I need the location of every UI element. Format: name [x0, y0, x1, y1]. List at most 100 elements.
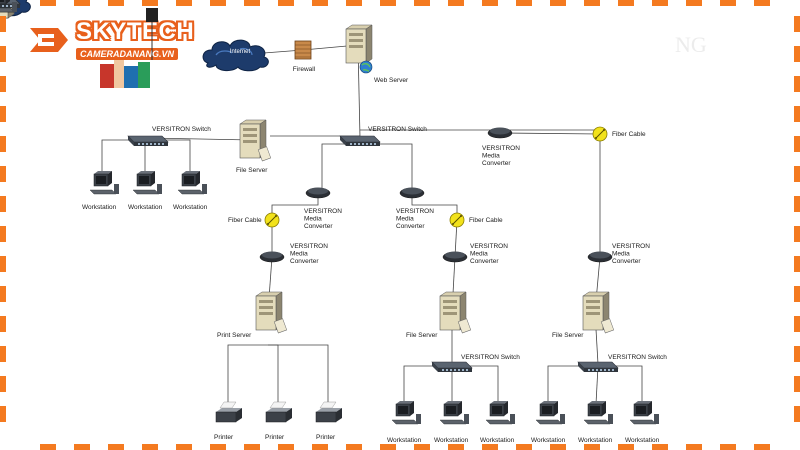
switch-label: VERSITRON Switch	[152, 126, 211, 133]
workstation-label: Workstation	[387, 437, 422, 444]
workstation-icon	[391, 401, 421, 425]
frame-dash	[794, 376, 800, 392]
connection-switch_main-mc_b1a	[321, 143, 345, 188]
switch-icon	[431, 361, 473, 372]
frame-dash	[0, 256, 6, 272]
frame-dash	[448, 444, 464, 450]
frame-dash	[74, 444, 90, 450]
node-layer	[89, 24, 659, 425]
workstation-label: Workstation	[531, 437, 566, 444]
frame-dash	[516, 444, 532, 450]
connection-switch_b3-ws8	[595, 365, 599, 405]
workstation-icon	[485, 401, 515, 425]
workstation-icon	[132, 171, 162, 195]
frame-dash	[584, 0, 600, 6]
frame-dash	[244, 0, 260, 6]
frame-dash	[40, 444, 56, 450]
server-label: Web Server	[374, 77, 409, 84]
frame-dash	[278, 0, 294, 6]
frame-dash	[794, 76, 800, 92]
frame-dash	[74, 0, 90, 6]
frame-dash	[108, 0, 124, 6]
frame-dash	[0, 46, 6, 62]
frame-dash	[584, 444, 600, 450]
logo-mark-icon	[30, 28, 68, 52]
frame-dash	[0, 136, 6, 152]
frame-dash	[794, 46, 800, 62]
converter-icon	[587, 251, 613, 263]
workstation-label: Workstation	[82, 204, 117, 211]
printer-icon	[215, 401, 242, 423]
switch-icon	[339, 135, 381, 146]
workstation-label: Workstation	[434, 437, 469, 444]
frame-dash	[794, 226, 800, 242]
converter-icon	[399, 187, 425, 199]
frame-dash	[0, 166, 6, 182]
workstation-icon	[535, 401, 565, 425]
frame-dash	[0, 286, 6, 302]
watermark: NG	[675, 32, 707, 57]
frame-dash	[720, 444, 736, 450]
server-icon	[239, 119, 272, 162]
firewall-label: Firewall	[293, 66, 316, 73]
frame-dash	[794, 166, 800, 182]
firewall-icon	[294, 40, 312, 60]
workstation-icon	[583, 401, 613, 425]
server-label: Print Server	[217, 332, 252, 339]
frame-dash	[176, 444, 192, 450]
frame-dash	[550, 444, 566, 450]
frame-dash	[0, 376, 6, 392]
frame-dash	[652, 0, 668, 6]
frame-dash	[482, 0, 498, 6]
connection-printserver-pr1	[227, 344, 268, 405]
server-label: File Server	[236, 167, 268, 174]
frame-dash	[244, 444, 260, 450]
frame-dash	[278, 444, 294, 450]
frame-dash	[686, 444, 702, 450]
workstation-label: Workstation	[480, 437, 515, 444]
printer-icon	[315, 401, 342, 423]
frame-dash	[448, 0, 464, 6]
fiber-label: Fiber Cable	[612, 131, 646, 138]
frame-dash	[482, 444, 498, 450]
switch-label: VERSITRON Switch	[461, 354, 520, 361]
workstation-label: Workstation	[128, 204, 163, 211]
frame-dash	[380, 444, 396, 450]
switch-label: VERSITRON Switch	[368, 126, 427, 133]
frame-dash	[794, 316, 800, 332]
connection-printserver-pr2	[268, 344, 279, 405]
workstation-label: Workstation	[173, 204, 208, 211]
frame-dash	[380, 0, 396, 6]
frame-dash	[414, 0, 430, 6]
server-icon	[255, 291, 288, 334]
frame-dash	[652, 444, 668, 450]
cloud-icon	[202, 39, 269, 72]
logo-title: SKYTECH	[76, 18, 195, 45]
frame-dash	[312, 0, 328, 6]
frame-dash	[618, 0, 634, 6]
server-label: File Server	[552, 332, 584, 339]
frame-dash	[754, 444, 770, 450]
frame-dash	[794, 256, 800, 272]
frame-dash	[108, 444, 124, 450]
switch-label: VERSITRON Switch	[608, 354, 667, 361]
frame-dash	[312, 444, 328, 450]
server-icon	[345, 24, 373, 74]
frame-dash	[0, 16, 6, 32]
printer-label: Printer	[316, 434, 336, 441]
workstation-icon	[629, 401, 659, 425]
frame-dash	[210, 444, 226, 450]
frame-dash	[346, 0, 362, 6]
frame-dash	[414, 444, 430, 450]
workstation-icon	[439, 401, 469, 425]
frame-dash	[794, 346, 800, 362]
converter-icon	[442, 251, 468, 263]
printer-label: Printer	[265, 434, 285, 441]
frame-dash	[176, 0, 192, 6]
edge-layer	[101, 44, 643, 405]
